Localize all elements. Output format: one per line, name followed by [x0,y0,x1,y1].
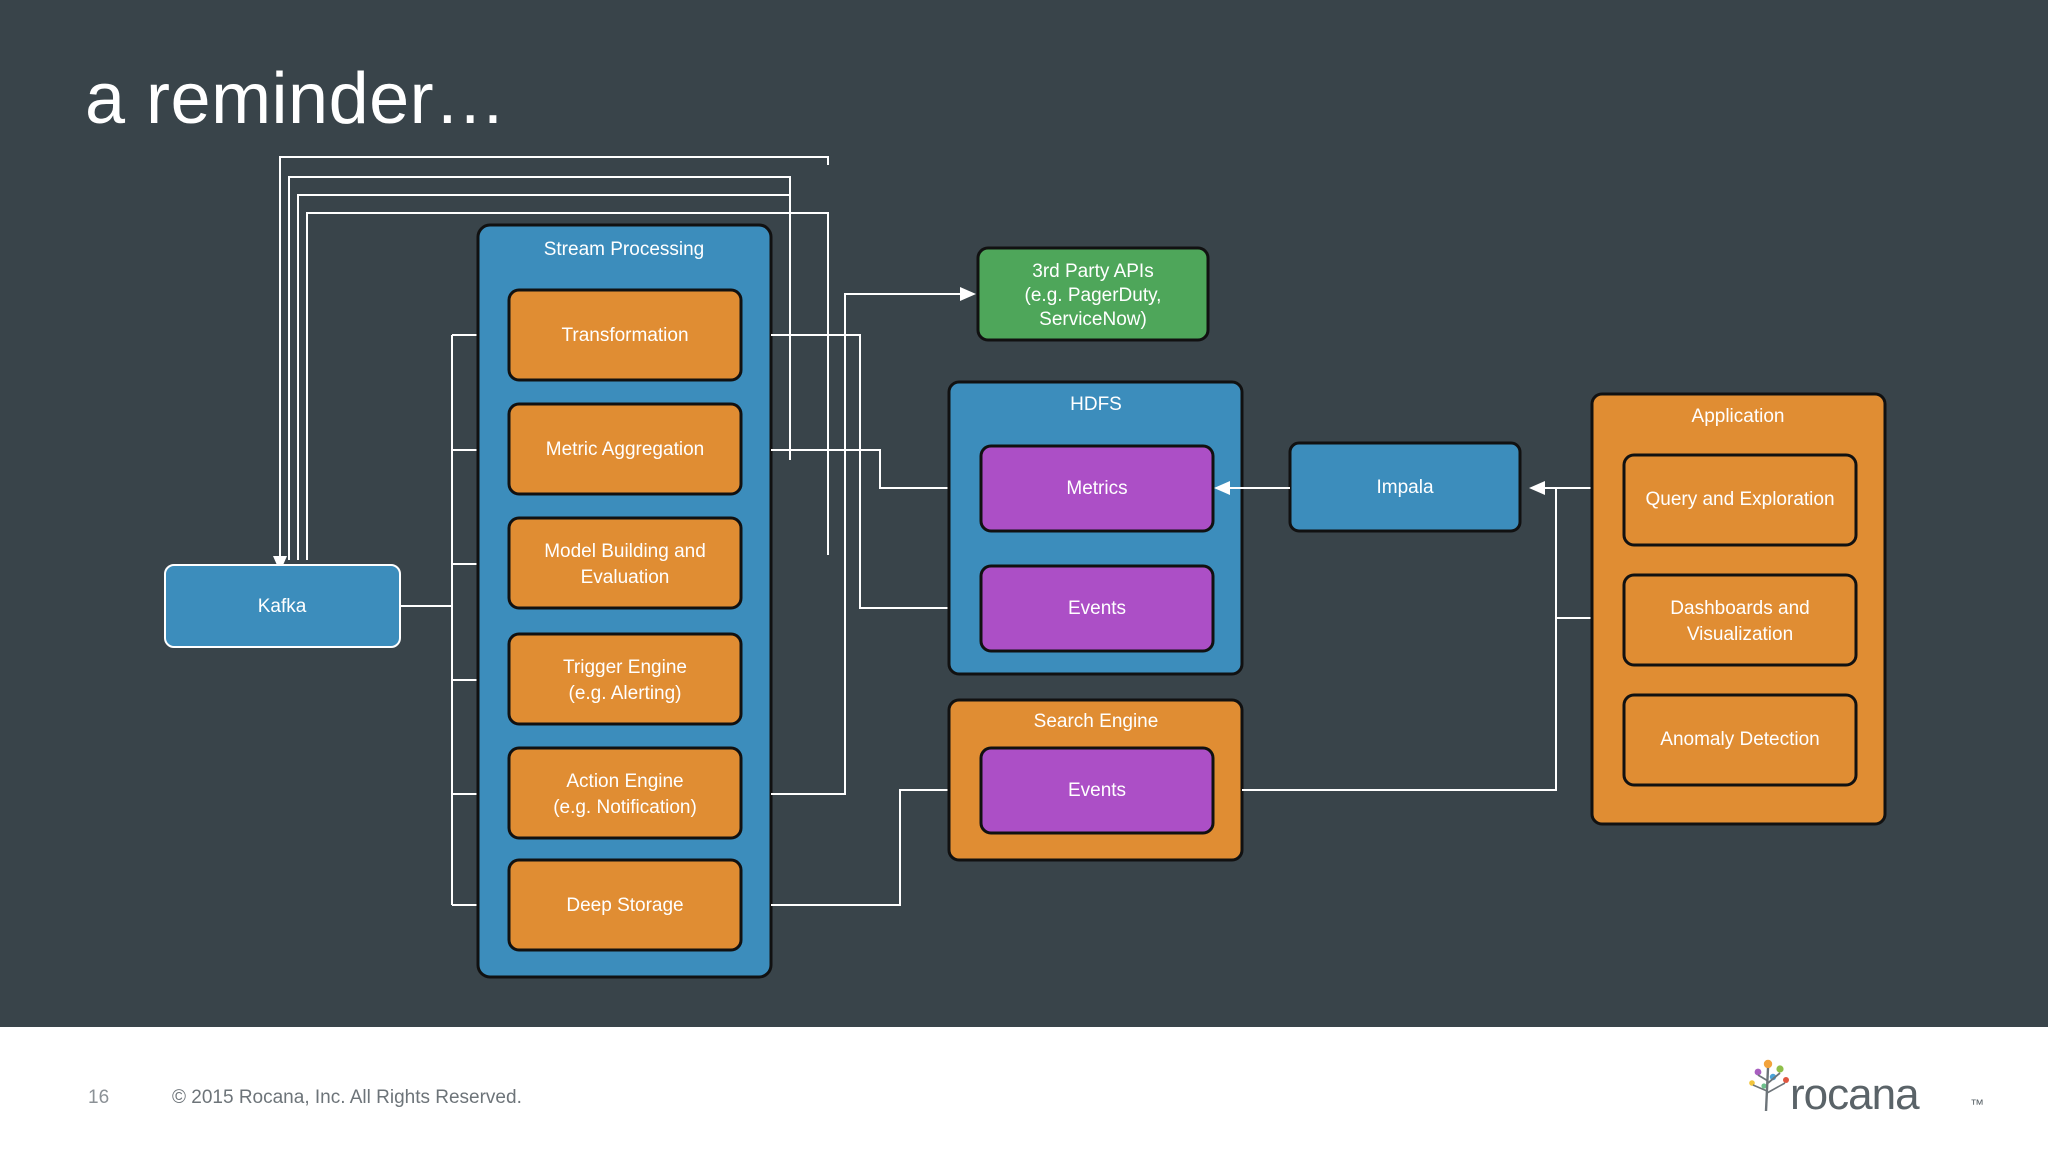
node-anomaly-detection-label: Anomaly Detection [1660,729,1819,750]
edge-deep-storage-to-search-events [771,783,976,906]
node-trigger-engine-label-line1: Trigger Engine [563,657,687,678]
node-third-party-apis-line1: 3rd Party APIs [1032,261,1153,282]
node-hdfs-metrics[interactable]: Metrics [979,444,1215,533]
edge-application-to-impala [1529,481,1593,495]
node-kafka-label: Kafka [258,596,307,617]
container-hdfs[interactable]: HDFS Metrics Events [947,380,1244,676]
feedback-rails [279,156,829,560]
node-search-events-label: Events [1068,780,1126,801]
logo-mark-icon [1749,1059,1789,1112]
node-action-engine[interactable]: Action Engine (e.g. Notification) [507,746,743,840]
container-search-engine[interactable]: Search Engine Events [947,698,1244,862]
slide-footer [0,1027,2048,1152]
node-trigger-engine-label-line2: (e.g. Alerting) [569,683,682,704]
node-action-engine-label-line2: (e.g. Notification) [553,797,697,818]
node-hdfs-metrics-label: Metrics [1066,478,1127,499]
page-title: a reminder… [85,59,507,139]
node-search-events[interactable]: Events [979,746,1215,835]
node-trigger-engine[interactable]: Trigger Engine (e.g. Alerting) [507,632,743,726]
rocana-logo: rocana ™ [1738,1053,1988,1125]
node-hdfs-events-label: Events [1068,598,1126,619]
logo-wordmark: rocana [1790,1070,1920,1119]
edge-action-engine-to-third-party [771,287,976,795]
node-dashboards-and-visualization-label-line1: Dashboards and [1670,598,1809,619]
edge-metric-aggregation-to-hdfs-metrics [771,449,976,495]
container-application[interactable]: Application Query and Exploration Dashbo… [1590,392,1887,826]
page-number: 16 [88,1087,110,1108]
node-third-party-apis[interactable]: 3rd Party APIs (e.g. PagerDuty, ServiceN… [976,246,1210,342]
node-third-party-apis-line3: ServiceNow) [1039,309,1147,330]
node-dashboards-and-visualization[interactable]: Dashboards and Visualization [1622,573,1858,667]
node-action-engine-label-line1: Action Engine [566,771,683,792]
logo-trademark: ™ [1970,1096,1984,1112]
node-deep-storage-label: Deep Storage [566,895,683,916]
node-anomaly-detection[interactable]: Anomaly Detection [1622,693,1858,787]
edge-transformation-to-hdfs-events [771,334,976,615]
node-metric-aggregation-label: Metric Aggregation [546,439,704,460]
node-kafka[interactable]: Kafka [164,564,401,648]
container-application-label: Application [1692,406,1785,427]
node-impala-label: Impala [1376,477,1433,498]
node-query-and-exploration[interactable]: Query and Exploration [1622,453,1858,547]
container-stream-processing-label: Stream Processing [544,239,705,260]
edge-impala-to-hdfs-metrics [1214,481,1290,495]
container-stream-processing[interactable]: Stream Processing Transformation Metric … [476,223,773,979]
node-transformation[interactable]: Transformation [507,288,743,382]
container-hdfs-label: HDFS [1070,394,1122,415]
node-metric-aggregation[interactable]: Metric Aggregation [507,402,743,496]
node-transformation-label: Transformation [561,325,688,346]
node-third-party-apis-line2: (e.g. PagerDuty, [1025,285,1162,306]
node-impala[interactable]: Impala [1288,441,1522,533]
copyright-notice: © 2015 Rocana, Inc. All Rights Reserved. [172,1087,522,1108]
node-model-building-label-line2: Evaluation [581,567,670,588]
architecture-diagram: Kafka Stream Processing [164,156,1887,979]
node-deep-storage[interactable]: Deep Storage [507,858,743,952]
node-model-building-label-line1: Model Building and [544,541,706,562]
node-model-building[interactable]: Model Building and Evaluation [507,516,743,610]
edge-application-to-search-engine [1242,617,1593,791]
node-hdfs-events[interactable]: Events [979,564,1215,653]
container-search-engine-label: Search Engine [1034,711,1159,732]
node-query-and-exploration-label: Query and Exploration [1645,489,1834,510]
node-dashboards-and-visualization-label-line2: Visualization [1687,624,1793,645]
